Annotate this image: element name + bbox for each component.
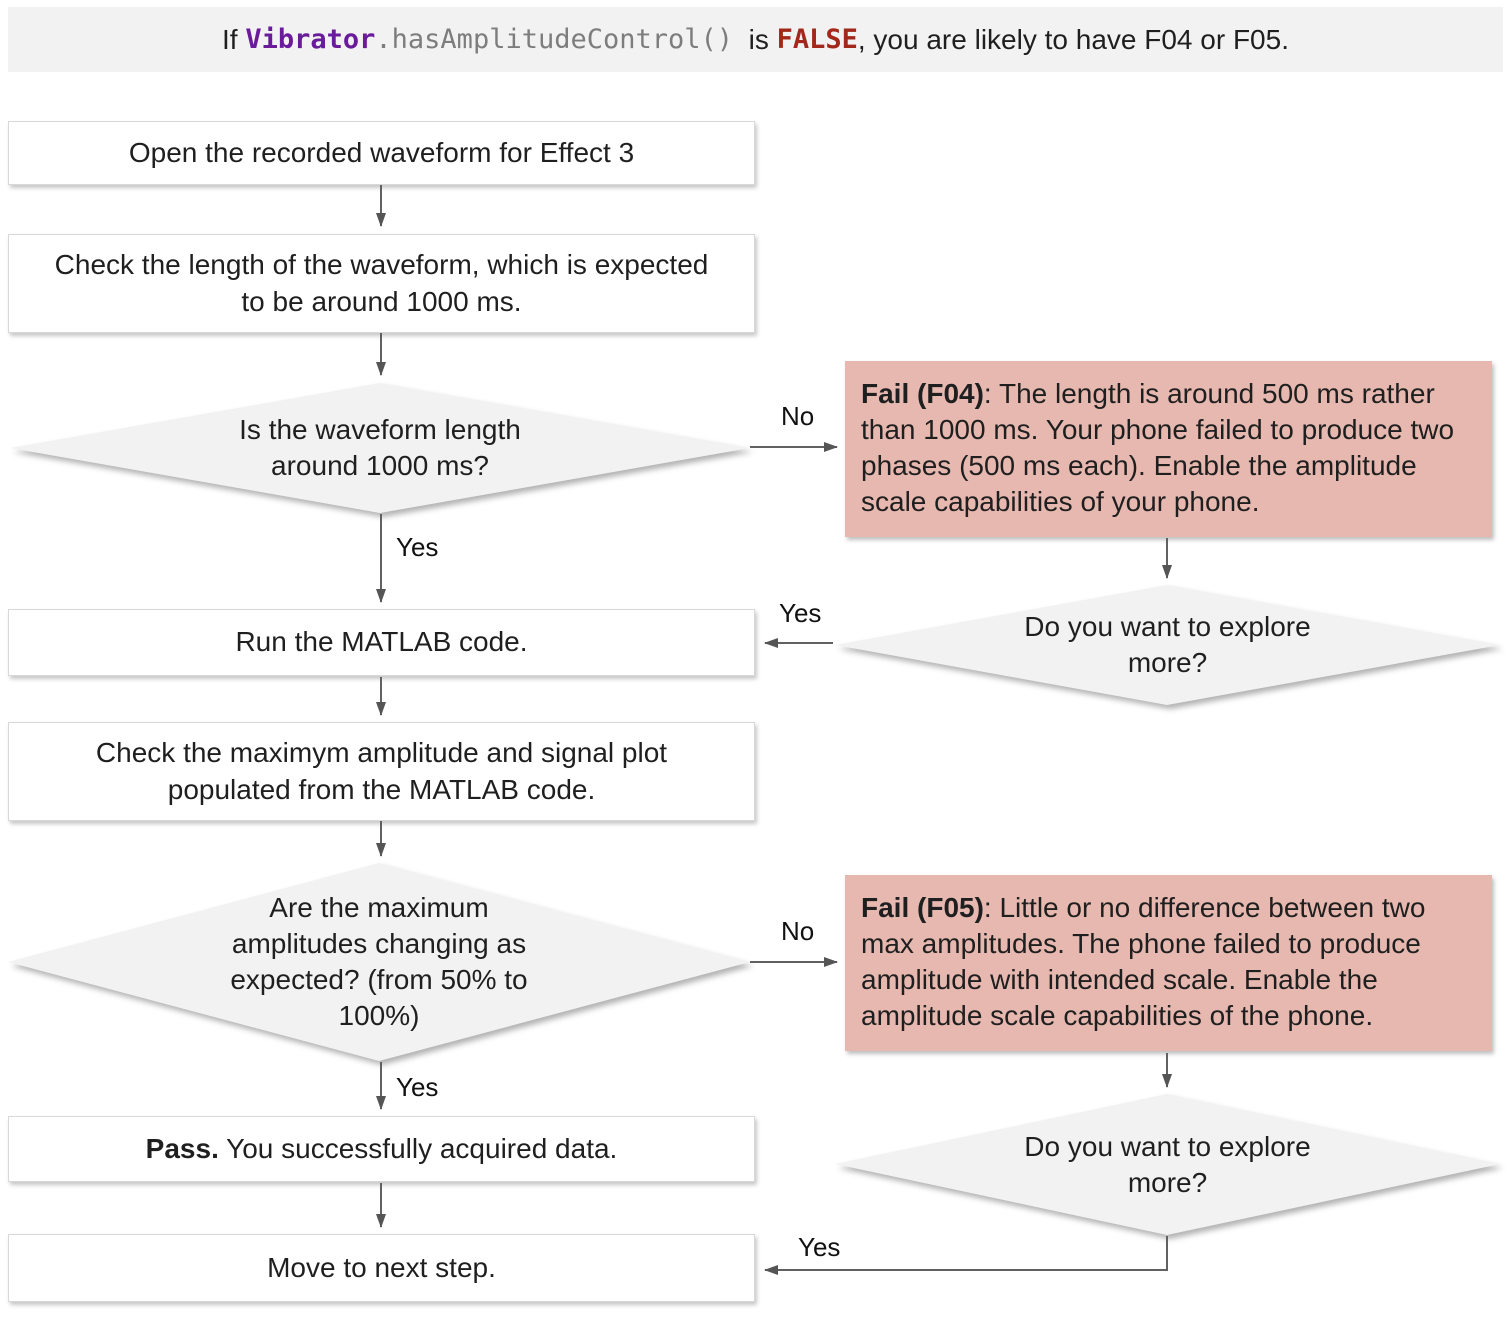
node-explore-2-label: Do you want to explore more? [1024, 1130, 1311, 1198]
node-check-amplitude: Check the maximym amplitude and signal p… [8, 722, 755, 821]
node-length-decision-label: Is the waveform length around 1000 ms? [239, 414, 521, 481]
banner-code-value: FALSE [776, 24, 858, 55]
node-run-matlab: Run the MATLAB code. [8, 609, 755, 676]
node-open-waveform: Open the recorded waveform for Effect 3 [8, 121, 755, 185]
node-length-decision: Is the waveform length around 1000 ms? [10, 383, 750, 513]
edge-label-length-yes: Yes [396, 532, 439, 562]
banner-code-method: .hasAmplitudeControl() [375, 24, 734, 55]
diamond-shape [8, 863, 750, 1061]
banner-code-class: Vibrator [245, 24, 376, 55]
edge-label-explore1-yes: Yes [779, 598, 822, 628]
node-pass-text: You successfully acquired data. [218, 1132, 618, 1164]
node-run-matlab-label: Run the MATLAB code. [235, 626, 528, 658]
banner-suffix: , you are likely to have F04 or F05. [857, 23, 1289, 55]
node-fail-f04: Fail (F04): The length is around 500 ms … [845, 361, 1492, 537]
node-check-length: Check the length of the waveform, which … [8, 234, 755, 333]
node-amplitude-decision: Are the maximum amplitudes changing as e… [8, 863, 750, 1061]
diamond-shape [835, 1094, 1500, 1235]
node-fail-f05: Fail (F05): Little or no difference betw… [845, 875, 1492, 1051]
banner-connector: is [733, 23, 777, 55]
node-fail-f05-bold: Fail (F05) [861, 892, 984, 923]
node-open-waveform-label: Open the recorded waveform for Effect 3 [128, 136, 635, 168]
node-explore-1-label: Do you want to explore more? [1024, 611, 1311, 678]
diamond-shape [835, 585, 1500, 705]
edge-label-explore2-yes: Yes [798, 1232, 841, 1262]
edge-label-length-no: No [781, 401, 815, 431]
node-check-amplitude-label: Check the maximym amplitude and signal p… [95, 736, 668, 805]
node-explore-1: Do you want to explore more? [835, 585, 1500, 705]
node-pass: Pass. You successfully acquired data. [8, 1116, 755, 1182]
node-amplitude-decision-label: Are the maximum amplitudes changing as e… [230, 892, 528, 1031]
node-fail-f04-bold: Fail (F04) [861, 378, 984, 409]
node-fail-f05-text: : Little or no difference between two ma… [861, 892, 1426, 1031]
node-pass-label: Pass. You successfully acquired data. [146, 1131, 618, 1168]
edge-label-amplitude-yes: Yes [396, 1072, 439, 1102]
diamond-shape [10, 383, 750, 513]
node-move-next: Move to next step. [8, 1234, 755, 1302]
edge-label-amplitude-no: No [781, 916, 815, 946]
node-fail-f04-text: : The length is around 500 ms rather tha… [861, 378, 1455, 517]
banner-prefix: If [222, 23, 246, 55]
node-check-length-label: Check the length of the waveform, which … [54, 248, 709, 317]
node-move-next-label: Move to next step. [267, 1251, 496, 1283]
node-pass-bold: Pass. [145, 1132, 219, 1164]
banner: If Vibrator.hasAmplitudeControl() is FAL… [8, 7, 1503, 72]
node-explore-2: Do you want to explore more? [835, 1094, 1500, 1235]
